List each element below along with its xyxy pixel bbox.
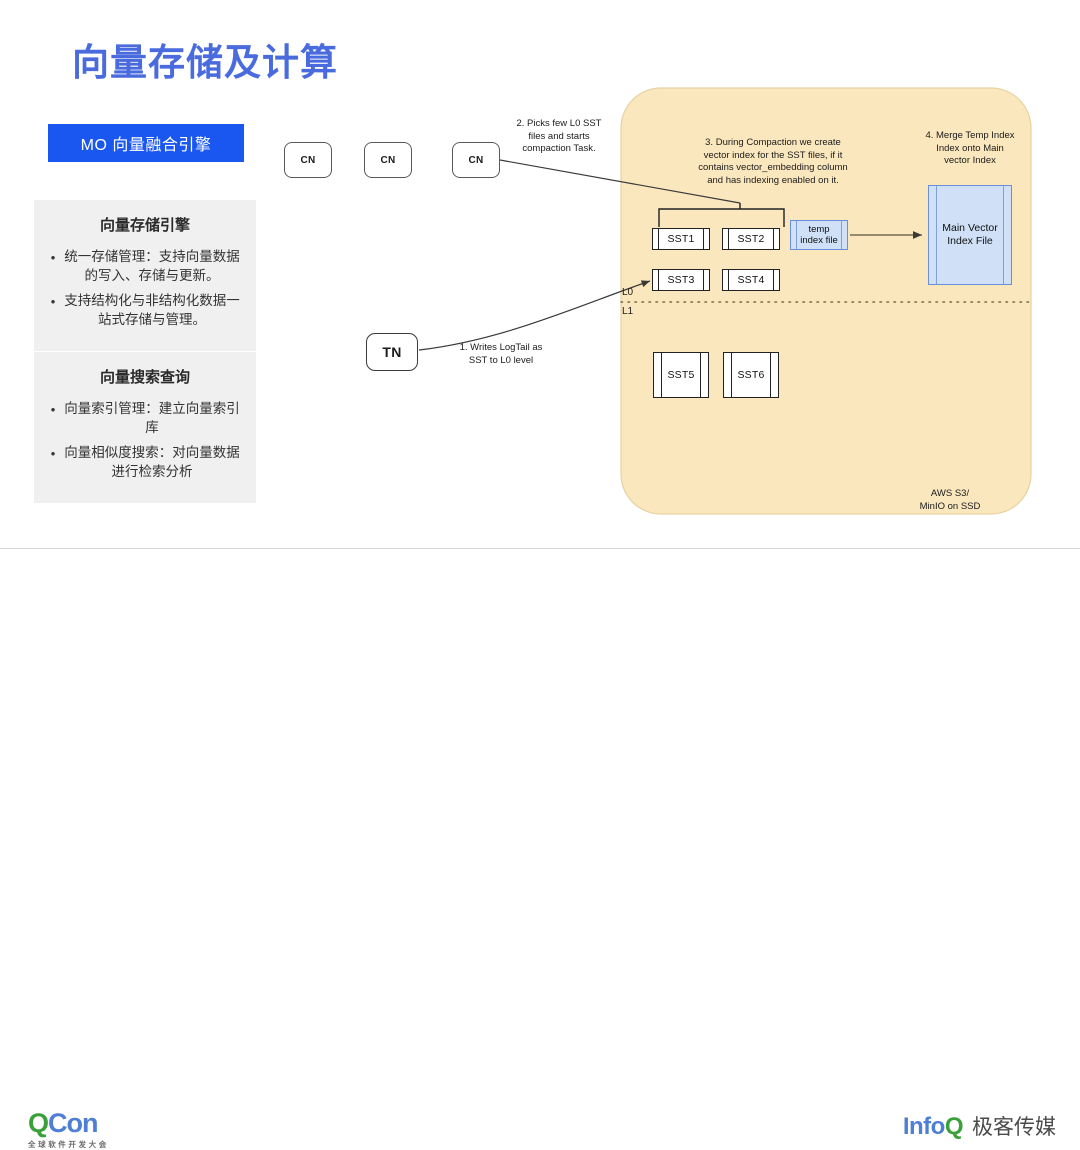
infoq-brand-cn: 极客传媒 [972,1116,1056,1139]
compaction-bracket [658,208,785,227]
page-title: 向量存储及计算 [72,42,338,83]
level-label-l1: L1 [622,306,634,317]
mo-vector-engine-badge: MO 向量融合引擎 [48,124,244,162]
card-title: 向量存储引擎 [99,217,190,234]
compute-node-cn-2[interactable]: CN [364,142,412,178]
card-vector-storage-engine: 向量存储引擎 • 统一存储管理：支持向量数据的写入、存储与更新。 • 支持结构化… [34,200,256,351]
bullet-text: 向量相似度搜索：对向量数据进行检索分析 [64,445,240,479]
sst-file-sst3[interactable]: SST3 [652,269,710,291]
compute-node-cn-1[interactable]: CN [284,142,332,178]
card-vector-search-query: 向量搜索查询 • 向量索引管理：建立向量索引库 • 向量相似度搜索：对向量数据进… [34,352,256,503]
annotation-step-3: 3. During Compaction we create vector in… [698,137,848,186]
footer-divider [0,548,1080,549]
bullet-icon: • [50,446,56,461]
bullet-icon: • [50,250,56,265]
level-label-l0: L0 [622,287,634,298]
infoq-logo-info: Info [902,1113,945,1140]
annotation-step-4: 4. Merge Temp Index Index onto Main vect… [925,130,1015,166]
bullet-icon: • [50,294,56,309]
qcon-logo-con: Con [48,1108,98,1138]
qcon-subtitle: 全球软件开发大会 [28,1140,109,1149]
list-item: • 向量索引管理：建立向量索引库 [44,399,246,437]
storage-backend-label: AWS S3/ MinIO on SSD [919,488,981,512]
architecture-diagram: CN CN CN TN 1. Writes LogTail as SST to … [0,0,1080,545]
compute-node-cn-3[interactable]: CN [452,142,500,178]
sst-file-sst2[interactable]: SST2 [722,228,780,250]
bullet-text: 统一存储管理：支持向量数据的写入、存储与更新。 [64,249,240,283]
card-title: 向量搜索查询 [99,369,190,386]
main-vector-index-file[interactable]: Main Vector Index File [928,185,1012,285]
bullet-text: 向量索引管理：建立向量索引库 [64,401,240,435]
bullet-text: 支持结构化与非结构化数据一站式存储与管理。 [64,293,240,327]
list-item: • 向量相似度搜索：对向量数据进行检索分析 [44,443,246,481]
qcon-logo: QCon 全球软件开发大会 [28,1110,109,1150]
edge-tn-to-sst3 [418,280,651,351]
transaction-node-tn[interactable]: TN [366,333,418,371]
qcon-wordmark: QCon [28,1110,109,1137]
sst-file-sst1[interactable]: SST1 [652,228,710,250]
temp-index-file[interactable]: temp index file [790,220,848,250]
sst-file-sst6[interactable]: SST6 [723,352,779,398]
diagram-vector-layer [418,87,1032,515]
sst-file-sst5[interactable]: SST5 [653,352,709,398]
bullet-icon: • [50,402,56,417]
annotation-step-1: 1. Writes LogTail as SST to L0 level [459,342,543,366]
list-item: • 统一存储管理：支持向量数据的写入、存储与更新。 [44,247,246,285]
sst-file-sst4[interactable]: SST4 [722,269,780,291]
qcon-logo-q: Q [28,1108,49,1138]
annotation-step-2: 2. Picks few L0 SST files and starts com… [516,118,602,154]
infoq-logo-q: Q [944,1113,964,1140]
list-item: • 支持结构化与非结构化数据一站式存储与管理。 [44,291,246,329]
edge-cn-to-compaction [499,159,741,204]
